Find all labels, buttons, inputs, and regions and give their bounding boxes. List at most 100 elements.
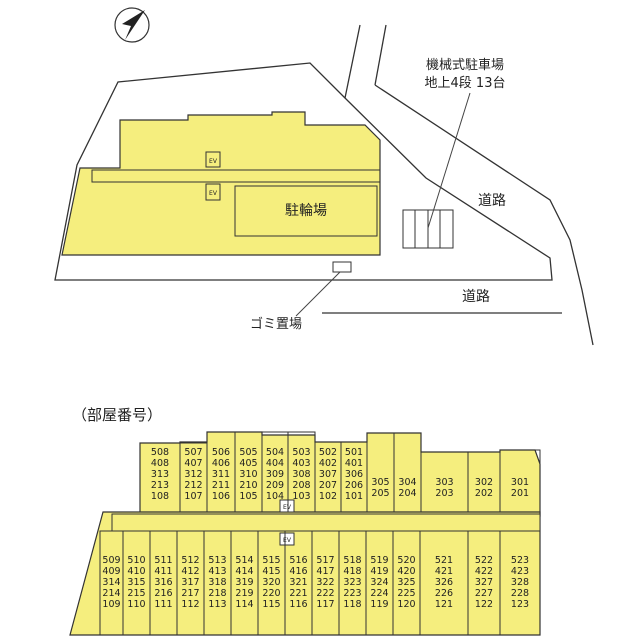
room-number-510: 510 [127,555,145,566]
garbage-leader-line [295,271,341,317]
room-number-517: 517 [316,555,334,566]
mechanical-parking [402,209,454,249]
room-number-325: 325 [397,577,415,588]
room-number-412: 412 [181,566,199,577]
room-number-514: 514 [235,555,253,566]
room-number-216: 216 [154,588,172,599]
room-number-202: 202 [475,488,493,499]
room-number-218: 218 [208,588,226,599]
room-number-511: 511 [154,555,172,566]
bicycle-parking-label: 駐輪場 [285,202,327,219]
room-number-224: 224 [370,588,388,599]
room-number-413: 413 [208,566,226,577]
room-number-423: 423 [511,566,529,577]
room-number-113: 113 [208,599,226,610]
room-number-417: 417 [316,566,334,577]
room-number-115: 115 [262,599,280,610]
room-number-119: 119 [370,599,388,610]
room-number-304: 304 [398,477,416,488]
room-number-314: 314 [102,577,120,588]
room-number-307: 307 [319,469,337,480]
room-number-421: 421 [435,566,453,577]
room-number-303: 303 [435,477,453,488]
room-number-210: 210 [239,480,257,491]
room-number-405: 405 [239,458,257,469]
room-number-108: 108 [151,491,169,502]
room-number-328: 328 [511,577,529,588]
room-number-311: 311 [212,469,230,480]
room-number-117: 117 [316,599,334,610]
room-number-513: 513 [208,555,226,566]
room-number-223: 223 [343,588,361,599]
room-number-207: 207 [319,480,337,491]
room-number-516: 516 [289,555,307,566]
room-number-110: 110 [127,599,145,610]
room-number-407: 407 [184,458,202,469]
parking-label-line1: 機械式駐車場 [426,58,504,73]
site-boundary [54,62,553,281]
room-number-102: 102 [319,491,337,502]
room-number-225: 225 [397,588,415,599]
room-number-313: 313 [151,469,169,480]
room-number-211: 211 [212,480,230,491]
room-number-212: 212 [184,480,202,491]
room-number-104: 104 [266,491,284,502]
room-number-222: 222 [316,588,334,599]
room-number-319: 319 [235,577,253,588]
road-edge-west [344,24,361,99]
room-number-221: 221 [289,588,307,599]
room-number-418: 418 [343,566,361,577]
road-label-south: 道路 [462,289,490,305]
room-number-320: 320 [262,577,280,588]
room-number-120: 120 [397,599,415,610]
room-number-420: 420 [397,566,415,577]
ev-label-upper: EV [209,158,218,165]
room-number-105: 105 [239,491,257,502]
room-number-326: 326 [435,577,453,588]
building-footprint [61,111,381,256]
room-number-501: 501 [345,447,363,458]
room-number-111: 111 [154,599,172,610]
elevator-floor-lower [279,532,295,546]
room-number-521: 521 [435,555,453,566]
room-number-504: 504 [266,447,284,458]
room-number-204: 204 [398,488,416,499]
room-number-506: 506 [212,447,230,458]
ev-label-lower: EV [209,190,218,197]
room-number-205: 205 [371,488,389,499]
room-number-322: 322 [316,577,334,588]
room-number-408: 408 [151,458,169,469]
room-number-410: 410 [127,566,145,577]
room-number-217: 217 [181,588,199,599]
elevator-upper [205,151,221,168]
room-number-227: 227 [475,588,493,599]
floor-corridor [111,513,541,532]
room-number-316: 316 [154,577,172,588]
room-number-209: 209 [266,480,284,491]
ev-floor-lower-label: EV [283,537,292,544]
room-number-505: 505 [239,447,257,458]
room-number-106: 106 [212,491,230,502]
room-number-520: 520 [397,555,415,566]
room-number-312: 312 [184,469,202,480]
room-number-112: 112 [181,599,199,610]
room-number-515: 515 [262,555,280,566]
road-edge-diagonal [374,84,594,346]
room-number-118: 118 [343,599,361,610]
room-number-422: 422 [475,566,493,577]
room-number-123: 123 [511,599,529,610]
room-number-122: 122 [475,599,493,610]
room-number-324: 324 [370,577,388,588]
corridor [91,169,381,183]
bicycle-parking-area [234,185,378,237]
upper-unit-columns: 5084083132131085074073122121075064063112… [139,431,541,513]
room-number-107: 107 [184,491,202,502]
room-number-512: 512 [181,555,199,566]
room-number-121: 121 [435,599,453,610]
room-number-415: 415 [262,566,280,577]
room-number-116: 116 [289,599,307,610]
garbage-area [332,261,352,273]
room-number-406: 406 [212,458,230,469]
lower-unit-columns: 5094093142141095104103152151105114113162… [99,530,541,636]
